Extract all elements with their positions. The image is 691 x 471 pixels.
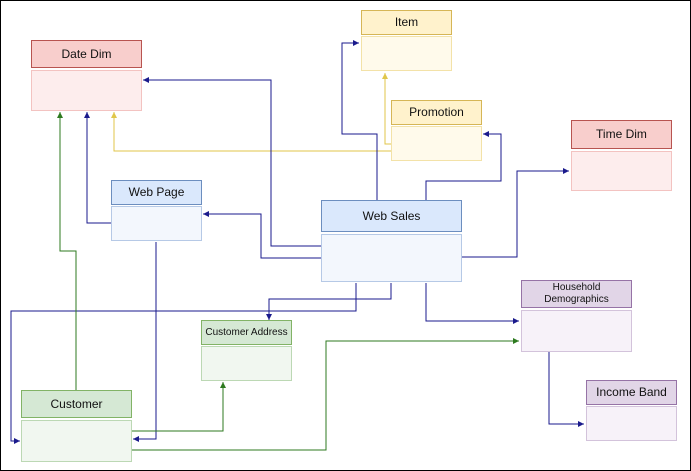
table-web-page[interactable]: Web Page bbox=[111, 180, 202, 241]
edge-customer-customer-address bbox=[132, 382, 226, 432]
table-promotion[interactable]: Promotion bbox=[391, 100, 482, 161]
table-item-body bbox=[361, 36, 452, 71]
edge-customer-date-dim bbox=[57, 112, 77, 390]
edge-web-sales-time-dim bbox=[462, 168, 569, 258]
table-date-dim[interactable]: Date Dim bbox=[31, 40, 142, 111]
table-web-page-body bbox=[111, 206, 202, 241]
edge-web-sales-household-demographics bbox=[425, 283, 519, 324]
table-date-dim-body bbox=[31, 70, 142, 111]
table-household-demographics-title: Household Demographics bbox=[521, 280, 632, 308]
edge-web-sales-customer-address bbox=[266, 283, 392, 320]
table-income-band-body bbox=[586, 406, 677, 441]
table-web-sales[interactable]: Web Sales bbox=[321, 200, 462, 282]
table-time-dim-body bbox=[571, 151, 672, 191]
table-customer[interactable]: Customer bbox=[21, 390, 132, 462]
table-time-dim-title: Time Dim bbox=[571, 120, 672, 149]
edge-web-sales-item bbox=[341, 40, 378, 201]
table-web-page-title: Web Page bbox=[111, 180, 202, 205]
table-household-demographics[interactable]: Household Demographics bbox=[521, 280, 632, 352]
table-income-band-title: Income Band bbox=[586, 380, 677, 405]
edge-customer-household-demographics bbox=[132, 338, 519, 451]
edge-web-sales-promotion bbox=[425, 131, 502, 201]
table-promotion-title: Promotion bbox=[391, 100, 482, 125]
table-item-title: Item bbox=[361, 10, 452, 35]
edge-web-sales-web-page bbox=[203, 211, 321, 259]
table-date-dim-title: Date Dim bbox=[31, 40, 142, 68]
edge-promotion-item bbox=[382, 73, 391, 145]
table-household-demographics-body bbox=[521, 310, 632, 352]
table-promotion-body bbox=[391, 126, 482, 161]
table-customer-address[interactable]: Customer Address bbox=[201, 320, 292, 381]
table-item[interactable]: Item bbox=[361, 10, 452, 71]
edge-household-income-band bbox=[548, 352, 584, 427]
table-income-band[interactable]: Income Band bbox=[586, 380, 677, 441]
edge-web-page-date-dim bbox=[84, 112, 111, 224]
edge-web-sales-date-dim bbox=[143, 77, 321, 247]
edge-web-sales-customer bbox=[10, 283, 357, 444]
table-web-sales-title: Web Sales bbox=[321, 200, 462, 232]
edge-web-page-customer bbox=[133, 242, 157, 442]
table-customer-title: Customer bbox=[21, 390, 132, 418]
edge-promotion-date-dim bbox=[111, 112, 391, 152]
table-web-sales-body bbox=[321, 234, 462, 282]
table-customer-body bbox=[21, 420, 132, 462]
table-customer-address-title: Customer Address bbox=[201, 320, 292, 345]
table-time-dim[interactable]: Time Dim bbox=[571, 120, 672, 191]
table-customer-address-body bbox=[201, 346, 292, 381]
